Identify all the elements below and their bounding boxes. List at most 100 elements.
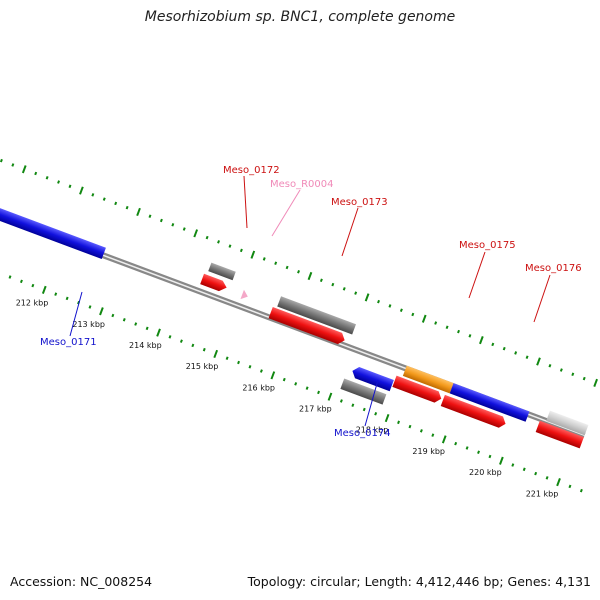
inner-ring-tick [545, 476, 549, 480]
outer-ring-tick [193, 229, 199, 238]
outer-ring-tick [11, 163, 15, 167]
tick-label: 215 kbp [186, 362, 219, 371]
accession-text: Accession: NC_008254 [10, 574, 153, 589]
gene-meso-0173-block[interactable] [277, 296, 357, 335]
tick-label: 218 kbp [356, 426, 389, 435]
tick-label: 216 kbp [242, 383, 275, 392]
inner-ring-tick [270, 371, 276, 380]
inner-ring-tick [31, 283, 35, 288]
outer-ring-tick [159, 218, 163, 223]
gene-label-meso-0171[interactable]: Meso_0171 [40, 337, 97, 348]
inner-ring-tick [156, 328, 161, 337]
gene-meso-0174-arrow[interactable] [350, 365, 394, 392]
outer-ring-tick [205, 235, 209, 240]
tick-label: 214 kbp [129, 341, 162, 350]
gene-meso-0171-block[interactable] [0, 161, 106, 260]
gene-labels: Meso_0171 Meso_0172 Meso_R0004 Meso_0173… [40, 165, 582, 439]
inner-ring-tick [65, 296, 69, 301]
outer-ring-tick [91, 193, 95, 197]
gene-meso-0176-block[interactable] [449, 383, 530, 422]
gene-red-arrow-edge[interactable] [535, 420, 584, 449]
inner-ring-tick [305, 386, 309, 390]
inner-ring-tick [339, 399, 343, 403]
inner-ring-tick [327, 392, 333, 401]
outer-ring-tick [593, 378, 598, 387]
inner-ring-tick [556, 478, 561, 487]
outer-ring-tick [217, 240, 221, 244]
outer-ring-tick [364, 293, 370, 302]
gene-light-block[interactable] [546, 410, 589, 436]
inner-ring-tick [259, 369, 263, 373]
gene-meso-0175-block[interactable] [402, 365, 454, 394]
outer-ring-tick [45, 176, 49, 180]
inner-ring-tick [408, 424, 412, 429]
gene-meso-0175-arrow[interactable] [392, 375, 443, 405]
inner-ring-tick [111, 313, 115, 318]
gene-label-meso-r0004[interactable]: Meso_R0004 [270, 179, 334, 190]
gene-label-meso-0174[interactable]: Meso_0174 [334, 428, 391, 439]
inner-ring-tick [19, 279, 23, 284]
inner-ring-tick [522, 467, 526, 472]
inner-ring-tick [134, 322, 138, 326]
inner-ring-tick [294, 382, 298, 386]
inner-ring-tick [419, 429, 423, 433]
gene-label-meso-0173[interactable]: Meso_0173 [331, 197, 388, 208]
inner-ring-tick [488, 454, 492, 459]
inner-ring-tick [179, 339, 183, 343]
inner-ring-tick [191, 343, 195, 348]
outer-ring-tick [548, 363, 552, 368]
inner-ring-tick [213, 349, 219, 359]
outer-ring-tick [479, 336, 484, 345]
outer-ring-tick [102, 197, 106, 201]
outer-ring-tick [228, 244, 232, 248]
outer-ring-tick [502, 346, 506, 351]
gene-label-meso-0172[interactable]: Meso_0172 [223, 165, 280, 176]
outer-ring-tick [354, 291, 358, 295]
inner-ring-tick [499, 456, 504, 465]
outer-ring-tick [297, 270, 300, 274]
inner-ring-tick [384, 413, 390, 423]
inner-ring-tick [568, 484, 572, 489]
gene-meso-0173-arrow[interactable] [268, 306, 347, 346]
outer-ring-tick [21, 165, 27, 174]
inner-ring-tick [374, 412, 378, 416]
outer-ring-tick [114, 201, 118, 206]
gene-meso-r0004-arrow[interactable] [240, 289, 249, 301]
outer-ring-tick [57, 180, 61, 184]
gene-meso-0172-block[interactable] [208, 262, 236, 281]
gene-label-meso-0176[interactable]: Meso_0176 [525, 263, 582, 274]
topology-text: Topology: circular; Length: 4,412,446 bp… [247, 574, 591, 589]
gene-meso-0176-arrow[interactable] [440, 394, 508, 430]
inner-ring-tick [511, 463, 515, 467]
gene-label-meso-0175[interactable]: Meso_0175 [459, 240, 516, 251]
outer-ring-tick [148, 214, 152, 218]
tick-label: 213 kbp [72, 320, 105, 329]
inner-ring-tick [351, 403, 355, 407]
gene-meso-0172-arrow[interactable] [200, 273, 228, 293]
tick-label: 212 kbp [16, 299, 49, 308]
inner-ring-tick [225, 356, 229, 360]
outer-ring-tick [411, 312, 415, 317]
outer-ring-tick [79, 186, 84, 195]
inner-ring-tick [122, 318, 126, 322]
gene-meso-0174-block[interactable] [340, 378, 387, 405]
inner-ring-tick [168, 335, 172, 339]
inner-ring-tick [362, 407, 366, 412]
outer-ring-tick [171, 223, 175, 227]
inner-ring-tick [8, 275, 12, 279]
outer-ring-tick [514, 351, 518, 355]
outer-ring-tick [399, 308, 403, 312]
outer-ring-tick [457, 329, 460, 334]
outer-ring-tick [182, 227, 186, 231]
outer-ring-tick [68, 184, 72, 189]
outer-ring-tick [491, 342, 495, 347]
inner-ring-tick [88, 305, 92, 309]
outer-ring-tick [582, 376, 586, 381]
inner-ring-tick [454, 441, 458, 446]
outer-ring-tick [0, 158, 3, 163]
outer-ring-tick [342, 287, 346, 291]
label-leaders [69, 175, 551, 427]
outer-ring-tick [307, 271, 313, 281]
